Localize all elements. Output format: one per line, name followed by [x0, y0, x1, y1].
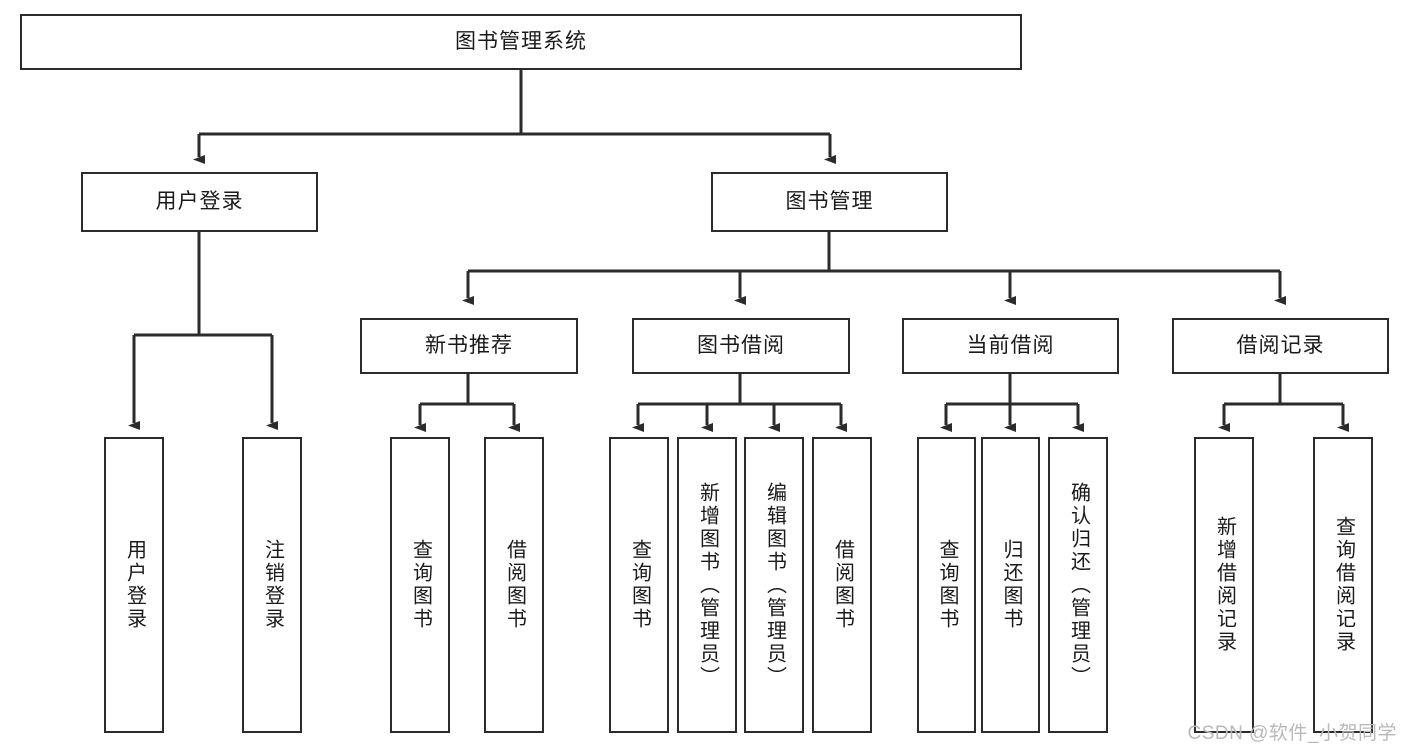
leaf-borrow-query-label: 查询图书	[628, 539, 651, 631]
leaf-newbook-query-label: 查询图书	[409, 539, 432, 631]
node-user-login-label: 用户登录	[155, 189, 244, 213]
node-new-book-recommend[interactable]: 新书推荐	[360, 318, 578, 374]
leaf-current-return-label: 归还图书	[1000, 539, 1022, 631]
node-borrow-records[interactable]: 借阅记录	[1172, 318, 1389, 374]
node-user-login[interactable]: 用户登录	[81, 172, 318, 232]
node-current-borrow-label: 当前借阅	[966, 333, 1055, 357]
node-book-borrow-label: 图书借阅	[697, 333, 785, 357]
leaf-user-logout[interactable]: 注销登录	[242, 437, 302, 733]
leaf-borrow-lend-book-label: 借阅图书	[831, 539, 854, 631]
node-book-borrow[interactable]: 图书借阅	[632, 318, 850, 374]
leaf-records-query[interactable]: 查询借阅记录	[1313, 437, 1373, 733]
leaf-newbook-query[interactable]: 查询图书	[390, 437, 450, 733]
node-root[interactable]: 图书管理系统	[20, 14, 1022, 70]
leaf-borrow-query[interactable]: 查询图书	[609, 437, 669, 733]
leaf-newbook-borrow[interactable]: 借阅图书	[484, 437, 544, 733]
leaf-user-logout-label: 注销登录	[261, 539, 284, 631]
leaf-borrow-add-book-label: 新增图书（管理员）	[696, 481, 719, 689]
leaf-newbook-borrow-label: 借阅图书	[503, 539, 526, 631]
watermark: CSDN @软件_小贺同学	[1187, 723, 1397, 744]
leaf-borrow-lend-book[interactable]: 借阅图书	[812, 437, 872, 733]
node-current-borrow[interactable]: 当前借阅	[902, 318, 1119, 374]
leaf-user-login-label: 用户登录	[123, 539, 146, 631]
leaf-borrow-edit-book-label: 编辑图书（管理员）	[763, 481, 786, 689]
leaf-current-confirm-return[interactable]: 确认归还（管理员）	[1048, 437, 1108, 733]
leaf-current-return[interactable]: 归还图书	[981, 437, 1040, 733]
leaf-current-query[interactable]: 查询图书	[917, 437, 976, 733]
leaf-borrow-add-book[interactable]: 新增图书（管理员）	[677, 437, 737, 733]
leaf-records-add[interactable]: 新增借阅记录	[1194, 437, 1254, 733]
leaf-borrow-edit-book[interactable]: 编辑图书（管理员）	[744, 437, 804, 733]
node-root-label: 图书管理系统	[455, 29, 587, 53]
node-borrow-records-label: 借阅记录	[1236, 333, 1325, 357]
leaf-records-add-label: 新增借阅记录	[1213, 516, 1236, 654]
leaf-user-login[interactable]: 用户登录	[104, 437, 164, 733]
leaf-current-confirm-return-label: 确认归还（管理员）	[1067, 481, 1090, 689]
leaf-current-query-label: 查询图书	[936, 539, 958, 631]
node-book-management[interactable]: 图书管理	[711, 172, 948, 232]
leaf-records-query-label: 查询借阅记录	[1332, 516, 1355, 654]
node-book-management-label: 图书管理	[785, 189, 874, 213]
node-new-book-recommend-label: 新书推荐	[425, 333, 513, 357]
